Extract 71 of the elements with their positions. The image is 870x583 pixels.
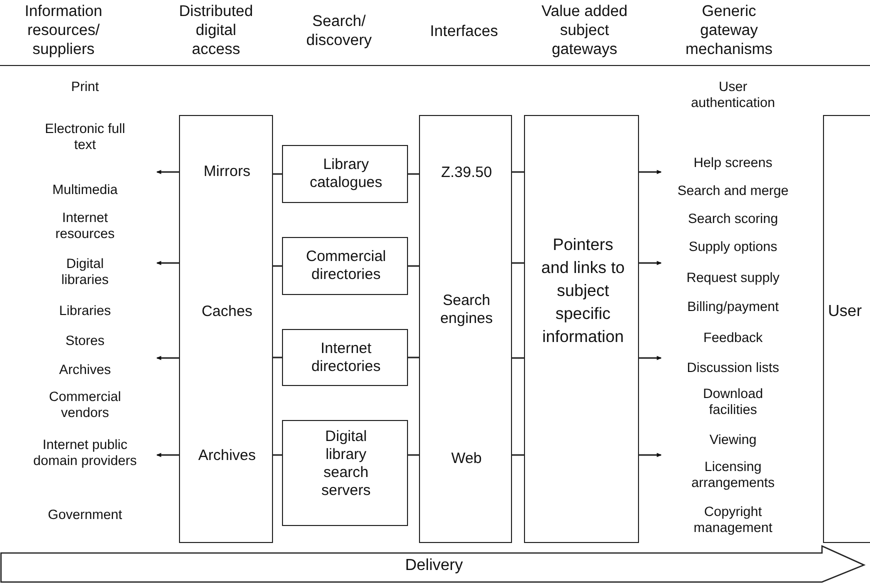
box-label: Digital library search servers: [320, 428, 372, 500]
resource-label: Government: [46, 507, 124, 523]
arrow: [156, 452, 179, 458]
process-box: [282, 420, 408, 526]
mechanism-label: Discussion lists: [686, 360, 780, 376]
mechanism-label: Request supply: [685, 270, 781, 286]
mechanism-label: Supply options: [688, 239, 778, 255]
users-box: [823, 115, 870, 543]
box-label: Web: [450, 450, 483, 468]
connector-line: [512, 454, 524, 456]
box-label: Caches: [200, 303, 254, 321]
gateway-box: [524, 115, 639, 543]
process-box: [282, 329, 408, 386]
box-label: Library catalogues: [308, 156, 384, 192]
connector-line: [408, 356, 419, 358]
arrow: [639, 170, 662, 174]
resource-label: Multimedia: [51, 182, 119, 198]
arrow: [156, 260, 179, 266]
mechanism-label: Billing/payment: [686, 299, 780, 315]
arrow: [639, 356, 662, 360]
box-label: Commercial directories: [304, 248, 387, 284]
resource-label: Stores: [64, 333, 106, 349]
mechanism-label: Viewing: [708, 432, 758, 448]
column-heading: Information resources/ suppliers: [24, 2, 104, 59]
resource-label: Print: [70, 79, 100, 95]
resource-label: Commercial vendors: [48, 389, 122, 421]
column-heading: Value added subject gateways: [540, 2, 628, 59]
connector-line: [273, 454, 282, 456]
connector-line: [408, 265, 419, 267]
connector-line: [512, 357, 524, 359]
mechanism-label: Search and merge: [676, 183, 790, 199]
mechanism-label: Help screens: [692, 155, 774, 171]
connector-line: [408, 454, 419, 456]
arrow: [639, 260, 662, 266]
connector-line: [273, 356, 282, 358]
box-label: Z.39.50: [440, 164, 493, 182]
resource-label: Electronic full text: [44, 121, 126, 153]
process-box: [282, 237, 408, 295]
mechanism-label: Search scoring: [686, 211, 780, 227]
resource-label: Digital libraries: [60, 256, 110, 288]
connector-line: [512, 262, 524, 264]
arrow: [156, 356, 179, 360]
resource-label: Libraries: [58, 303, 112, 319]
connector-line: [273, 173, 282, 175]
interfaces-box: [419, 115, 512, 543]
resource-label: Archives: [58, 362, 112, 378]
box-label: Internet directories: [310, 340, 382, 376]
box-label: Search engines: [439, 292, 494, 328]
box-label: Pointers and links to subject specific information: [540, 235, 626, 348]
mechanism-label: Copyright management: [692, 504, 774, 536]
arrow-label: Delivery: [404, 557, 464, 575]
access-box: [179, 115, 273, 543]
column-heading: Distributed digital access: [178, 2, 254, 59]
mechanism-label: Licensing arrangements: [690, 459, 776, 491]
resource-label: Internet resources: [54, 210, 116, 242]
process-box: [282, 145, 408, 203]
arrow: [639, 452, 662, 458]
mechanism-label: Download facilities: [702, 386, 764, 418]
column-heading: Search/ discovery: [305, 12, 373, 50]
connector-line: [408, 173, 419, 175]
arrow: [156, 170, 179, 174]
mechanism-label: Feedback: [702, 330, 764, 346]
column-heading: Interfaces: [428, 22, 500, 41]
resource-label: Internet public domain providers: [32, 437, 138, 469]
mechanism-label: User authentication: [690, 79, 776, 111]
connector-line: [273, 265, 282, 267]
box-label: Archives: [197, 447, 257, 465]
box-label: User: [828, 303, 863, 321]
box-label: Mirrors: [202, 163, 252, 181]
connector-line: [512, 171, 524, 173]
column-heading: Generic gateway mechanisms: [684, 2, 774, 59]
